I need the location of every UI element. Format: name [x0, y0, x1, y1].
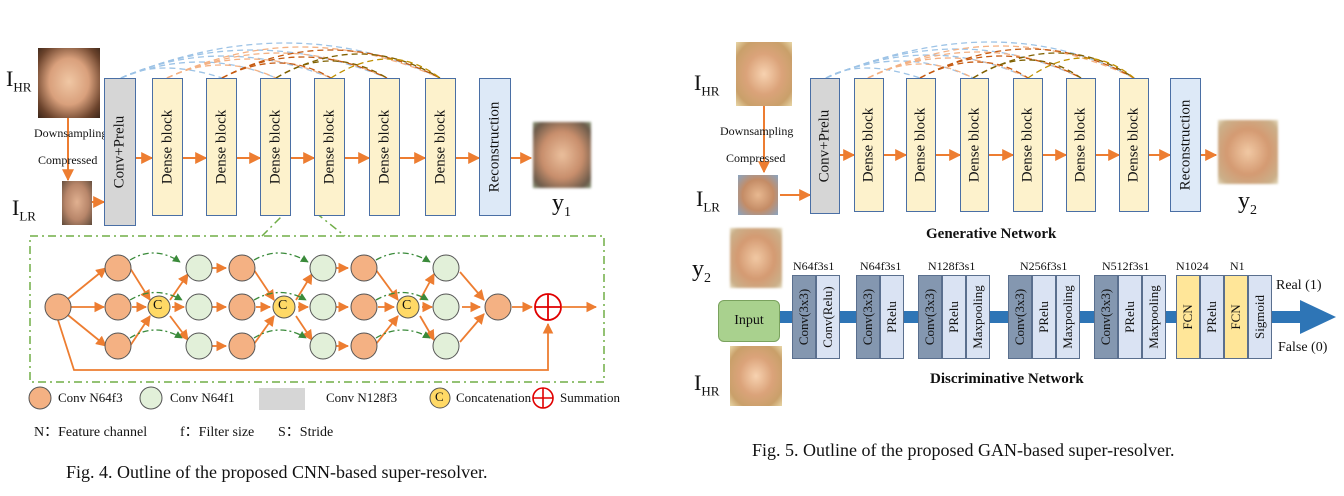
fig4-skip-arcs: [120, 42, 441, 79]
disc-maxpool-4: Maxpooling: [1056, 275, 1080, 359]
disc-prelu-2: PRelu: [880, 275, 904, 359]
fig5-skip-arcs: [825, 41, 1135, 79]
fig5-conv-prelu-block: Conv+Prelu: [810, 78, 840, 214]
disc-real-label: Real (1): [1276, 278, 1322, 293]
fig4-dense-block-1: Dense block: [152, 78, 183, 216]
disc-prelu-5: PRelu: [1118, 275, 1142, 359]
legend-concat-symbol: C: [435, 389, 444, 404]
fig5-downsampling: Downsampling: [720, 124, 794, 138]
summation-icon: [534, 293, 562, 321]
face-sr-output-photo: [533, 122, 591, 188]
disc-fcn-2: FCN: [1224, 275, 1248, 359]
disc-input-label: Input: [734, 313, 764, 328]
legend-conv-n64f1: Conv N64f1: [170, 390, 235, 405]
group-label-3: N128f3s1: [928, 259, 976, 273]
disc-prelu-3: PRelu: [942, 275, 966, 359]
disc-prelu-6: PRelu: [1200, 275, 1224, 359]
face-lr-photo: [62, 181, 92, 225]
fig5-caption: Fig. 5. Outline of the proposed GAN-base…: [752, 440, 1175, 460]
disc-sigmoid: Sigmoid: [1248, 275, 1272, 359]
fig5-label-lr: ILR: [696, 186, 720, 215]
face-sr-output-photo: [1218, 120, 1278, 184]
generative-network-title: Generative Network: [926, 226, 1057, 242]
group-label-7: N1: [1230, 259, 1245, 273]
concat-symbol-1: C: [153, 298, 163, 313]
disc-maxpool-3: Maxpooling: [966, 275, 990, 359]
disc-maxpool-5: Maxpooling: [1142, 275, 1166, 359]
fig4-downsampling: Downsampling: [34, 126, 108, 140]
fig4-compressed: Compressed: [38, 153, 98, 167]
fig4-dense-block-5: Dense block: [369, 78, 400, 216]
disc-label-y2: y2: [692, 256, 711, 286]
discriminative-network-title: Discriminative Network: [930, 371, 1084, 387]
disc-input-box: Input: [718, 300, 780, 342]
fig4-flow-arrows: [62, 98, 533, 208]
fig5-dense-block-2: Dense block: [906, 78, 936, 212]
fig4-zoom-outline: [29, 212, 605, 383]
face-y2-photo: [730, 228, 782, 288]
fig4-dense-block-4: Dense block: [314, 78, 345, 216]
fig4-legend-symbols: [28, 386, 451, 410]
fig5-flow-arrows: [758, 106, 1218, 201]
group-label-5: N512f3s1: [1102, 259, 1150, 273]
legend-concatenation: Concatenation: [456, 390, 532, 405]
fig4-conv-prelu-label: Conv+Prelu: [111, 115, 128, 189]
group-label-2: N64f3s1: [860, 259, 902, 273]
disc-prelu-4: PRelu: [1032, 275, 1056, 359]
face-hr-photo: [38, 48, 100, 118]
fig5-dense-block-6: Dense block: [1119, 78, 1149, 212]
fig5-dense-block-4: Dense block: [1013, 78, 1043, 212]
fig4-output-label: y1: [552, 190, 571, 220]
fig4-reconstruction-block: Reconstruction: [479, 78, 511, 216]
group-label-4: N256f3s1: [1020, 259, 1068, 273]
disc-conv-5: Conv(3x3): [1094, 275, 1118, 359]
fig4-dense-block-3: Dense block: [260, 78, 291, 216]
disc-fcn-1: FCN: [1176, 275, 1200, 359]
fig5-output-label: y2: [1238, 188, 1257, 218]
fig5-dense-block-5: Dense block: [1066, 78, 1096, 212]
notation-s: S：Stride: [278, 425, 334, 440]
node-input: [44, 293, 72, 321]
legend-conv-n128f3: Conv N128f3: [326, 390, 398, 405]
notation-f: f：Filter size: [180, 425, 255, 440]
legend-conv-n64f3: Conv N64f3: [58, 390, 123, 405]
disc-label-hr: IHR: [694, 370, 720, 399]
fig4-dense-block-6: Dense block: [425, 78, 456, 216]
concat-symbol-2: C: [278, 298, 288, 313]
concat-symbol-3: C: [402, 298, 412, 313]
disc-false-label: False (0): [1278, 340, 1328, 355]
fig5-compressed: Compressed: [726, 151, 786, 165]
fig4-conv-prelu-block: Conv+Prelu: [104, 78, 136, 226]
fig5-label-hr: IHR: [694, 70, 720, 99]
legend-summation: Summation: [560, 390, 620, 405]
disc-conv-2: Conv(3x3): [856, 275, 880, 359]
disc-conv-3: Conv(3x3): [918, 275, 942, 359]
fig5-dense-block-3: Dense block: [960, 78, 989, 212]
face-hr-photo: [730, 346, 782, 406]
group-label-1: N64f3s1: [793, 259, 835, 273]
fig4-label-hr: IHR: [6, 66, 32, 95]
fig4-dense-block-2: Dense block: [206, 78, 237, 216]
fig4-dense-internals: [44, 252, 598, 371]
notation-n: N：Feature channel: [34, 425, 148, 440]
face-hr-photo: [736, 42, 792, 106]
disc-conv-relu-1: Conv(Relu): [816, 275, 840, 359]
fig5-reconstruction-block: Reconstruction: [1170, 78, 1201, 212]
face-lr-photo: [738, 175, 778, 215]
fig5-dense-block-1: Dense block: [854, 78, 884, 212]
disc-conv-1: Conv(3x3): [792, 275, 816, 359]
disc-conv-4: Conv(3x3): [1008, 275, 1032, 359]
group-label-6: N1024: [1176, 259, 1209, 273]
fig4-label-lr: ILR: [12, 195, 36, 224]
fig4-caption: Fig. 4. Outline of the proposed CNN-base…: [66, 462, 488, 482]
